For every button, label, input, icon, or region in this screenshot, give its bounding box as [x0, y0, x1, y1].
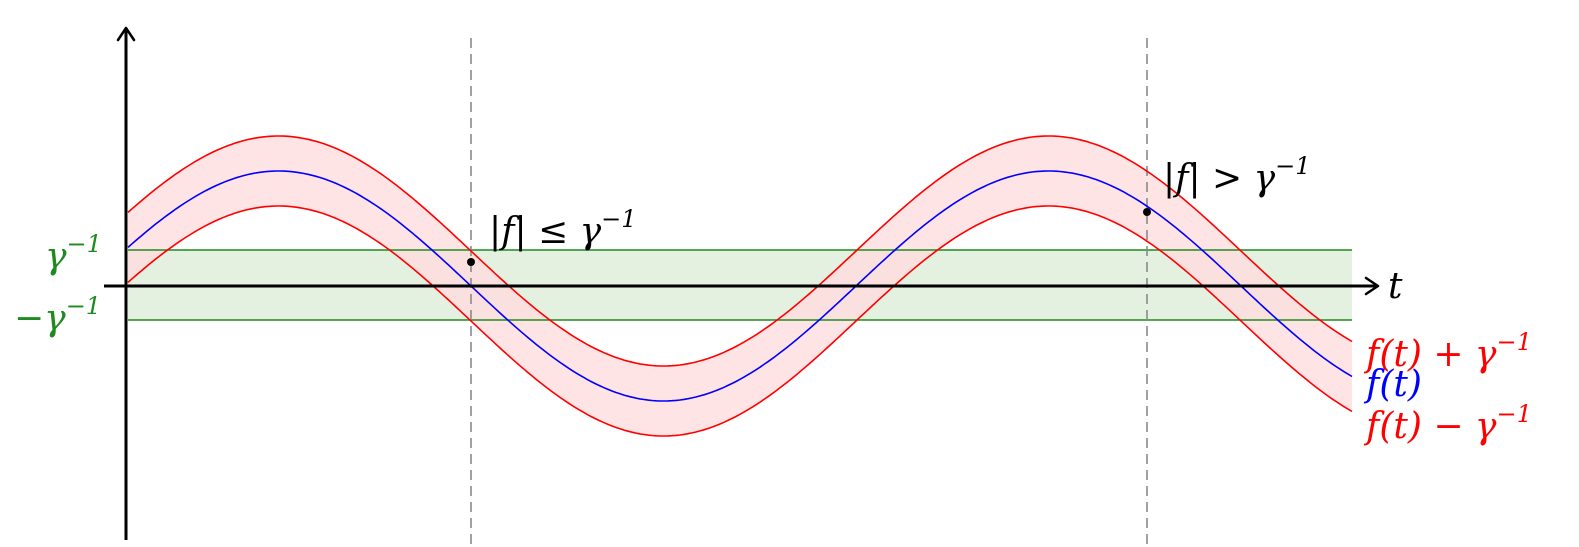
annotation-small-f: |f| ≤ γ−1	[489, 205, 637, 252]
threshold-label-upper: γ−1	[45, 230, 102, 277]
threshold-label-lower: −γ−1	[14, 292, 101, 339]
point-large-f	[1143, 208, 1151, 216]
label-f: f(t)	[1363, 364, 1422, 405]
curve-f	[127, 170, 1353, 402]
tolerance-band	[128, 136, 1352, 436]
label-f-plus-gamma: f(t) + γ−1	[1363, 328, 1532, 375]
point-small-f	[467, 258, 475, 266]
y-axis-arrow	[116, 26, 136, 42]
curve-lower-bound	[127, 205, 1353, 437]
label-f-minus-gamma: f(t) − γ−1	[1363, 400, 1532, 447]
x-axis-arrow	[1364, 276, 1380, 296]
t-axis-label: t	[1388, 266, 1403, 307]
curve-upper-bound	[127, 135, 1353, 367]
annotation-large-f: |f| > γ−1	[1163, 152, 1311, 199]
